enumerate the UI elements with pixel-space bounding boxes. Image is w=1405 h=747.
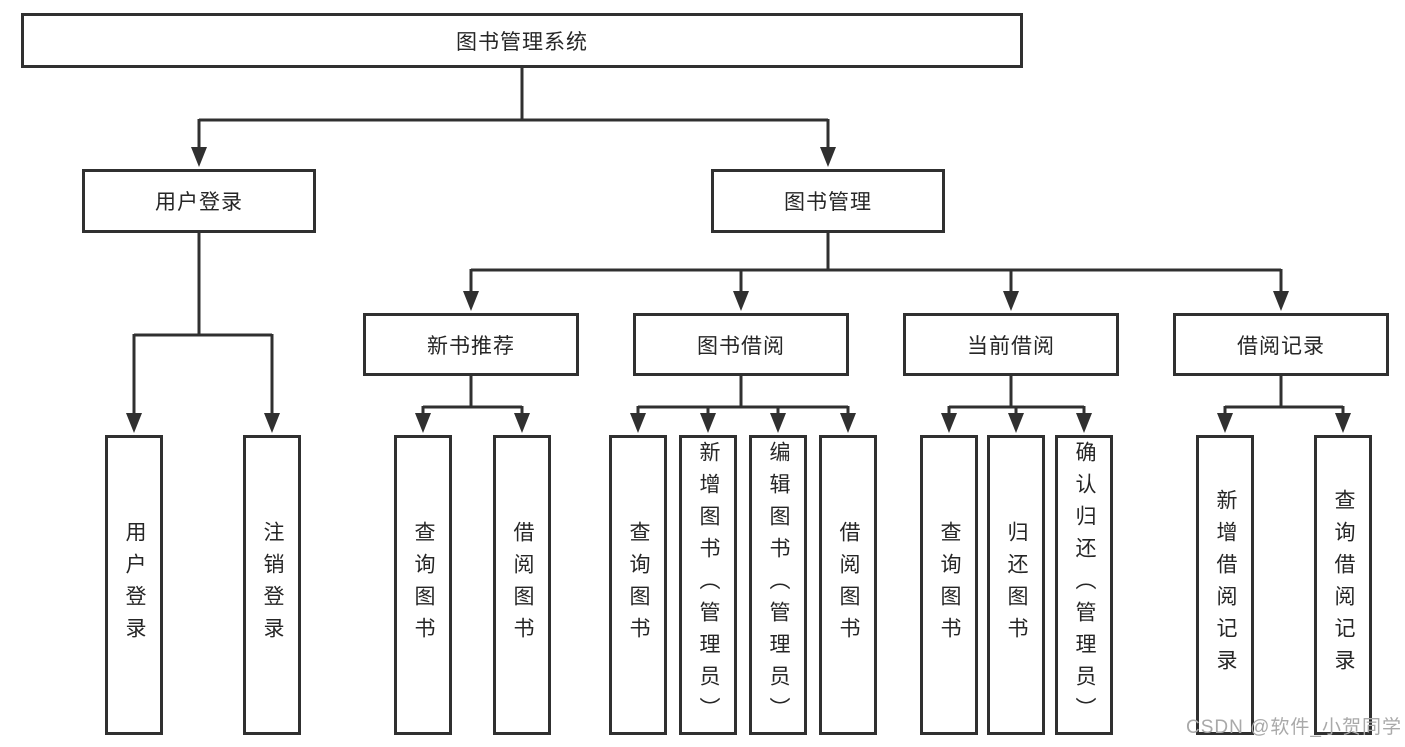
- csdn-watermark: CSDN @软件_小贺同学: [1186, 717, 1402, 738]
- node-user-login: 用户登录: [82, 169, 316, 233]
- leaf-borrow-books-borrowing: 借阅图书: [819, 435, 877, 735]
- node-new-book-recommend: 新书推荐: [363, 313, 579, 376]
- node-book-borrowing: 图书借阅: [633, 313, 849, 376]
- node-current-borrowing: 当前借阅: [903, 313, 1119, 376]
- node-book-management-system: 图书管理系统: [21, 13, 1023, 68]
- leaf-confirm-return-admin: 确认归还（管理员）: [1055, 435, 1113, 735]
- leaf-query-books-recommend: 查询图书: [394, 435, 452, 735]
- node-borrowing-records: 借阅记录: [1173, 313, 1389, 376]
- leaf-borrow-books-recommend: 借阅图书: [493, 435, 551, 735]
- node-book-management: 图书管理: [711, 169, 945, 233]
- leaf-add-books-admin: 新增图书（管理员）: [679, 435, 737, 735]
- leaf-edit-books-admin: 编辑图书（管理员）: [749, 435, 807, 735]
- leaf-add-borrow-record: 新增借阅记录: [1196, 435, 1254, 735]
- leaf-query-books-borrowing: 查询图书: [609, 435, 667, 735]
- leaf-logout: 注销登录: [243, 435, 301, 735]
- leaf-query-borrow-record: 查询借阅记录: [1314, 435, 1372, 735]
- leaf-return-books: 归还图书: [987, 435, 1045, 735]
- leaf-user-login: 用户登录: [105, 435, 163, 735]
- leaf-query-books-current: 查询图书: [920, 435, 978, 735]
